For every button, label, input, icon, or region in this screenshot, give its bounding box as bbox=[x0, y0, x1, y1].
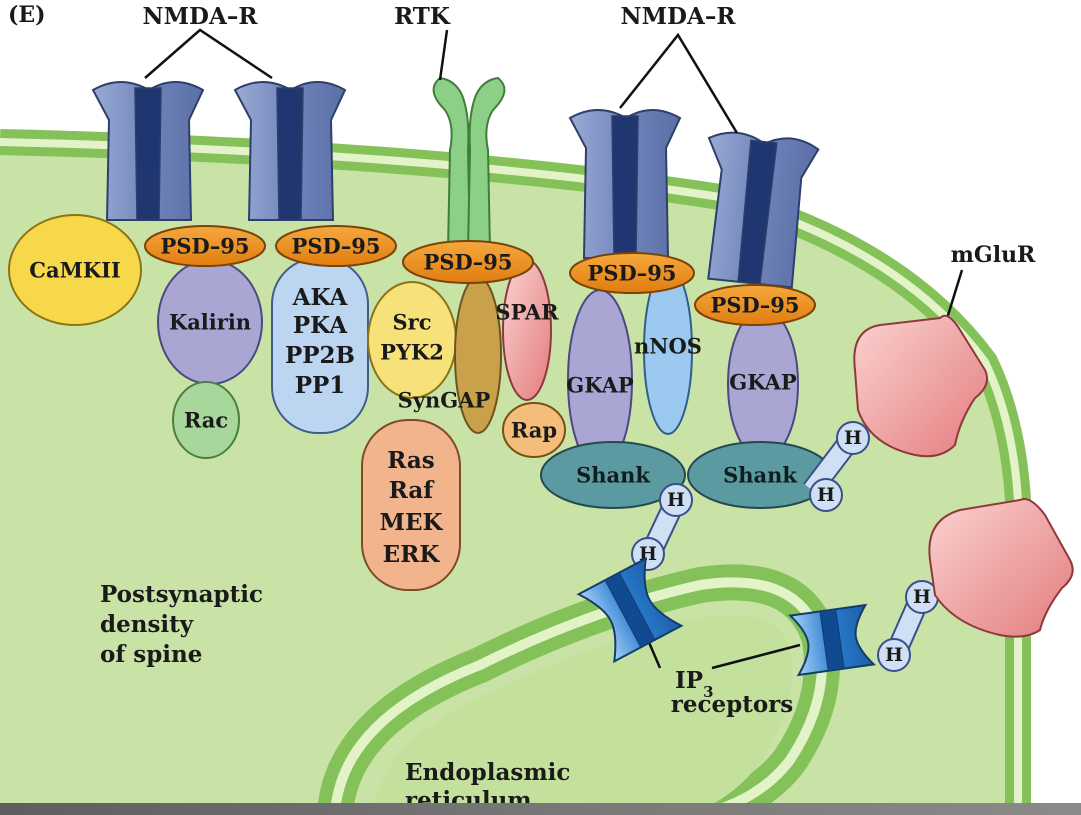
homer-label: H bbox=[667, 489, 685, 511]
ip3-receptor bbox=[576, 556, 684, 664]
svg-text:Postsynaptic: Postsynaptic bbox=[100, 581, 263, 608]
nnos: nNOS bbox=[634, 265, 702, 435]
aka-label: AKA bbox=[292, 284, 349, 311]
bottom-strip bbox=[0, 803, 1081, 815]
aka-complex: AKA PKA PP2B PP1 bbox=[271, 257, 369, 434]
psd95: PSD–95 bbox=[402, 240, 534, 284]
rac: Rac bbox=[172, 381, 240, 459]
rtk-label: RTK bbox=[394, 3, 451, 30]
spar-label: SPAR bbox=[495, 300, 559, 325]
shank: Shank bbox=[687, 441, 833, 509]
ip3-main: IP bbox=[675, 667, 703, 694]
svg-text:of spine: of spine bbox=[100, 641, 202, 668]
er-lumen bbox=[372, 615, 793, 815]
psd95: PSD–95 bbox=[569, 252, 695, 294]
kalirin: Kalirin bbox=[157, 259, 263, 385]
src-pyk2: Src PYK2 bbox=[367, 281, 457, 399]
nmda-receptor bbox=[233, 81, 347, 221]
camkii: CaMKII bbox=[8, 214, 142, 326]
raf-label: Raf bbox=[389, 477, 436, 504]
rap: Rap bbox=[502, 402, 566, 458]
nmda-receptor bbox=[707, 131, 820, 289]
kalirin-label: Kalirin bbox=[169, 310, 251, 335]
pyk2-label: PYK2 bbox=[380, 340, 444, 365]
nmda-label-right: NMDA–R bbox=[621, 3, 737, 30]
nmda-receptor bbox=[91, 81, 205, 221]
nmda-receptor bbox=[568, 109, 682, 259]
homer-label: H bbox=[844, 427, 862, 449]
ras-label: Ras bbox=[387, 447, 435, 474]
homer-label: H bbox=[885, 644, 903, 666]
er-membrane-inner bbox=[330, 577, 827, 815]
homer-link: H H bbox=[803, 421, 870, 512]
spar: SPAR bbox=[495, 259, 559, 401]
svg-text:IP3: IP3 bbox=[675, 667, 714, 701]
psd95-label: PSD–95 bbox=[588, 261, 677, 286]
psd-region-label: Postsynaptic density of spine bbox=[100, 581, 263, 668]
ip3-sub: 3 bbox=[703, 683, 713, 701]
mek-label: MEK bbox=[380, 509, 444, 536]
psd95-label: PSD–95 bbox=[292, 234, 381, 259]
homer-label: H bbox=[817, 484, 835, 506]
src-label: Src bbox=[392, 310, 431, 335]
svg-text:Endoplasmic: Endoplasmic bbox=[405, 759, 570, 786]
ip3-label: IP3 receptors bbox=[671, 667, 794, 718]
nmda-label-left: NMDA–R bbox=[143, 3, 259, 30]
homer-label: H bbox=[913, 586, 931, 608]
psd95-label: PSD–95 bbox=[161, 234, 250, 259]
gkap-label: GKAP bbox=[729, 370, 797, 395]
leader-lines bbox=[144, 28, 964, 670]
homer-link: H H bbox=[877, 580, 939, 672]
ip3-line2: receptors bbox=[671, 691, 794, 718]
gkap: GKAP bbox=[727, 308, 799, 460]
syngap-label: SynGAP bbox=[398, 388, 491, 413]
rac-label: Rac bbox=[184, 408, 228, 433]
ip3-receptor bbox=[788, 603, 876, 677]
pp1-label: PP1 bbox=[295, 372, 346, 399]
gkap-label: GKAP bbox=[566, 373, 634, 398]
mglur-label: mGluR bbox=[951, 242, 1036, 268]
mapk-complex: Ras Raf MEK ERK bbox=[361, 419, 461, 591]
psd95-label: PSD–95 bbox=[711, 293, 800, 318]
mglur bbox=[853, 314, 988, 458]
panel-label: (E) bbox=[8, 2, 46, 28]
rap-label: Rap bbox=[511, 418, 557, 443]
gkap: GKAP bbox=[566, 289, 634, 471]
psd95-label: PSD–95 bbox=[424, 250, 513, 275]
shank: Shank bbox=[540, 441, 686, 509]
pp2b-label: PP2B bbox=[285, 342, 355, 369]
mglur bbox=[928, 498, 1074, 638]
homer-link: H H bbox=[631, 483, 693, 571]
psd95: PSD–95 bbox=[694, 284, 816, 326]
shank-label: Shank bbox=[723, 463, 797, 488]
psd95: PSD–95 bbox=[144, 225, 266, 267]
shank-label: Shank bbox=[576, 463, 650, 488]
camkii-label: CaMKII bbox=[29, 258, 120, 283]
pka-label: PKA bbox=[293, 312, 348, 339]
svg-text:density: density bbox=[100, 611, 194, 638]
psd95: PSD–95 bbox=[275, 225, 397, 267]
nnos-label: nNOS bbox=[634, 334, 702, 359]
erk-label: ERK bbox=[383, 541, 441, 568]
